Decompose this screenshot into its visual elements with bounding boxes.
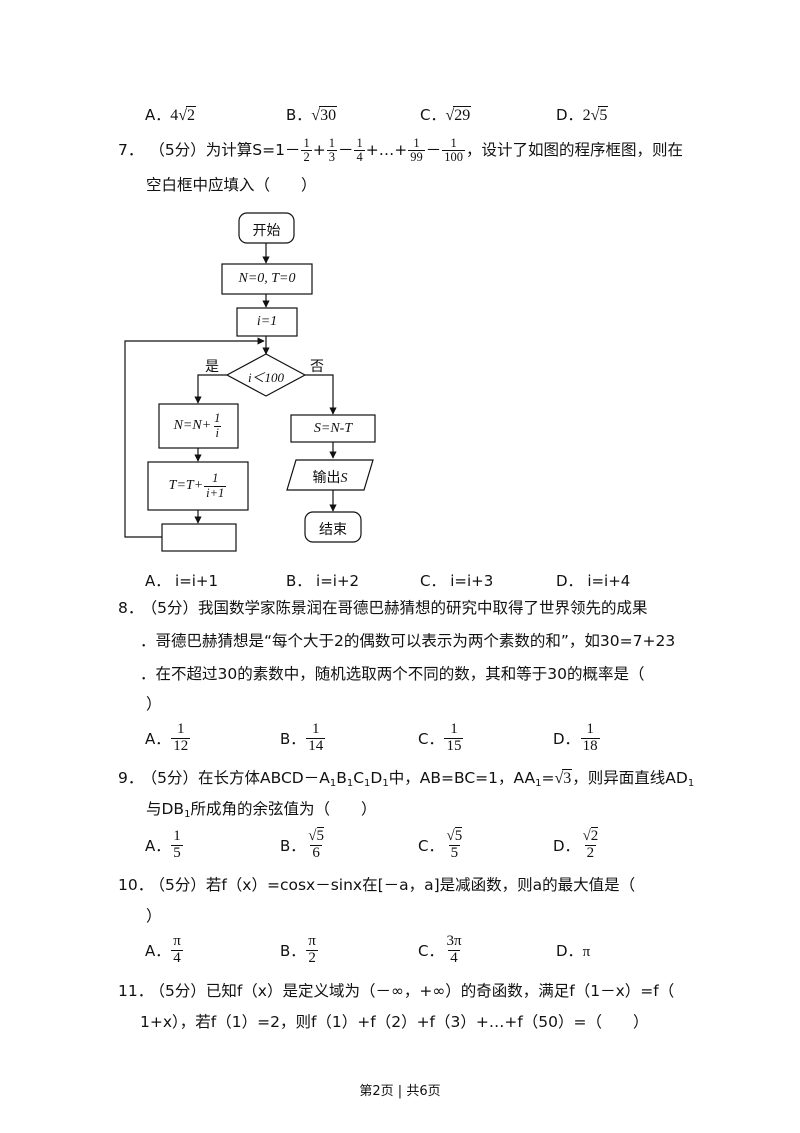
q7-option-a: A． i=i+1 — [145, 572, 219, 590]
q9-stem-line2: 与DB1所成角的余弦值为（ ） — [146, 800, 377, 820]
flow-init-label: N=0, T=0 — [238, 271, 296, 286]
flow-output-parallelogram — [286, 459, 374, 491]
q6-option-a: A．4√2 — [145, 106, 197, 124]
q8-stem-line4: ） — [146, 695, 162, 713]
q9-number: 9． — [118, 769, 144, 787]
q7-option-d: D． i=i+4 — [556, 572, 631, 590]
q10-option-d: D．π — [556, 942, 591, 960]
q10-stem-line2: ） — [146, 907, 162, 925]
flow-end-box — [304, 511, 362, 543]
flow-i-label: i=1 — [256, 314, 278, 329]
flow-condition-diamond — [225, 353, 307, 397]
flow-start-label: 开始 — [252, 223, 281, 239]
q7-number: 7． — [118, 140, 144, 159]
flow-blank-box — [161, 523, 237, 552]
flow-output-label: 输出S — [312, 470, 348, 486]
flow-init-box — [221, 263, 313, 295]
q10-number: 10． — [118, 876, 154, 894]
q6-option-b: B．√30 — [286, 106, 338, 124]
q7-option-c: C． i=i+3 — [420, 572, 494, 590]
flow-yes-label: 是 — [205, 359, 219, 375]
q10-stem-line1: 10．（5分）若f（x）=cosx－sinx在[－a，a]是减函数，则a的最大值… — [118, 876, 636, 894]
flow-s-calc-label: S=N-T — [313, 421, 353, 436]
flow-condition-label: i＜100 — [247, 370, 285, 385]
q8-stem-line2: ．哥德巴赫猜想是“每个大于2的偶数可以表示为两个素数的和”，如30=7+23 — [140, 632, 676, 650]
q8-stem-line1: 8．（5分）我国数学家陈景润在哥德巴赫猜想的研究中取得了世界领先的成果 — [118, 599, 648, 617]
q8-stem-line3: ．在不超过30的素数中，随机选取两个不同的数，其和等于30的概率是（ — [140, 665, 645, 683]
q6-option-c: C．√29 — [420, 106, 472, 124]
q7-stem-line2: 空白框中应填入（ ） — [146, 176, 317, 194]
q8-number: 8． — [118, 599, 144, 617]
page-footer: 第2页 | 共6页 — [359, 1084, 441, 1099]
q11-stem-line2: 1+x），若f（1）=2，则f（1）+f（2）+f（3）+…+f（50）=（ ） — [140, 1013, 649, 1031]
q7-option-b: B． i=i+2 — [286, 572, 360, 590]
q11-number: 11． — [118, 982, 154, 1000]
q11-stem-line1: 11．（5分）已知f（x）是定义域为（－∞，+∞）的奇函数，满足f（1－x）=f… — [118, 982, 675, 1000]
flow-end-label: 结束 — [319, 522, 347, 538]
q9-stem-line1: 9．（5分）在长方体ABCD－A1B1C1D1中，AB=BC=1，AA1=√3，… — [118, 769, 695, 789]
flow-no-label: 否 — [310, 359, 324, 375]
q6-option-d: D．2√5 — [556, 106, 609, 124]
flow-i-box — [236, 307, 298, 337]
